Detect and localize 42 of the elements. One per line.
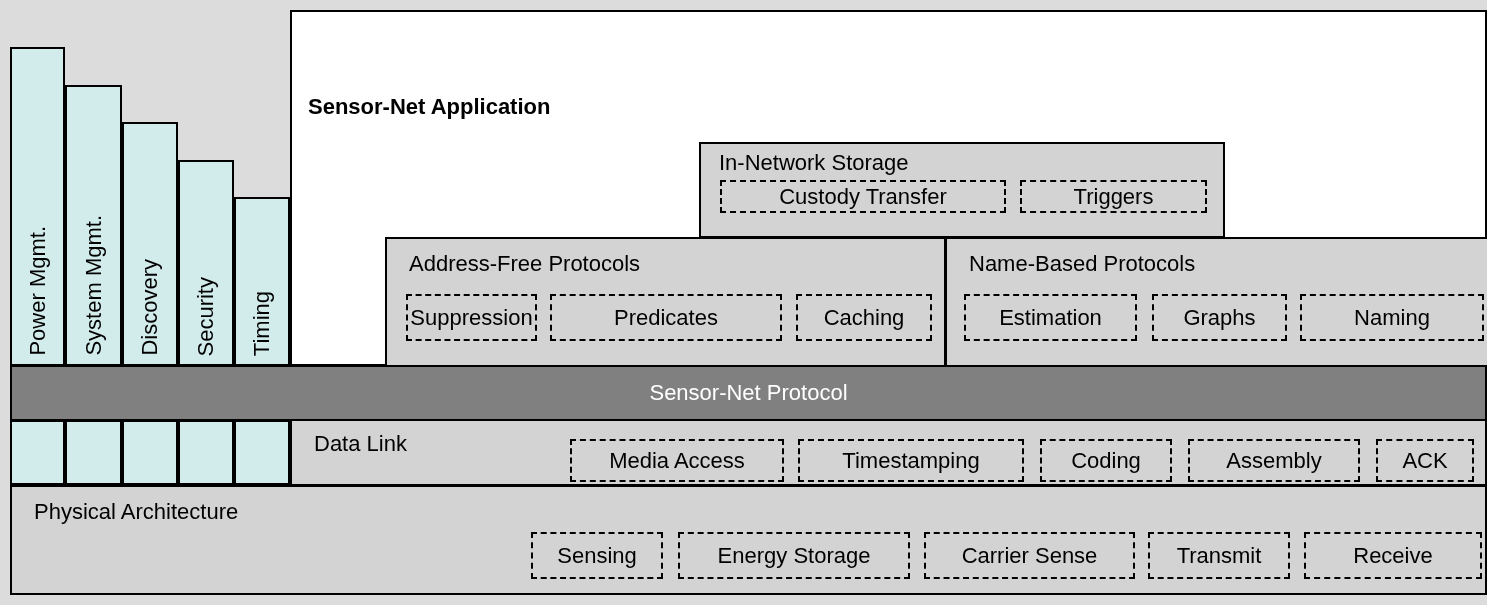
layer-box	[290, 419, 1487, 486]
component-box: Naming	[1300, 294, 1484, 341]
layer-column	[178, 160, 234, 366]
component-box: Sensing	[531, 532, 663, 579]
component-box: Media Access	[570, 439, 784, 482]
layer-column	[234, 197, 290, 366]
column-label: Timing	[249, 290, 275, 356]
layer-label: Data Link	[314, 431, 407, 457]
component-box: Triggers	[1020, 180, 1207, 213]
component-box: Coding	[1040, 439, 1172, 482]
protocol-band	[10, 365, 1487, 421]
column-label: Security	[193, 276, 219, 356]
layer-box	[385, 237, 946, 368]
layer-label: Physical Architecture	[34, 499, 239, 525]
layer-column	[65, 85, 122, 366]
application-title: Sensor-Net Application	[308, 94, 551, 120]
column-label: System Mgmt.	[80, 215, 107, 356]
component-box: Suppression	[406, 294, 537, 341]
application-area	[290, 10, 1487, 366]
component-box: Custody Transfer	[720, 180, 1006, 213]
component-box: Carrier Sense	[924, 532, 1135, 579]
column-label: Power Mgmt.	[24, 226, 51, 356]
component-box: Graphs	[1152, 294, 1287, 341]
layer-box	[699, 142, 1225, 238]
layer-box	[945, 237, 1487, 368]
layer-label: Address-Free Protocols	[409, 251, 641, 277]
component-box: Energy Storage	[678, 532, 910, 579]
component-box: Transmit	[1148, 532, 1290, 579]
component-box: Caching	[796, 294, 932, 341]
component-box: Assembly	[1188, 439, 1360, 482]
component-box: Receive	[1304, 532, 1482, 579]
layer-label: In-Network Storage	[719, 150, 909, 176]
layer-column	[10, 47, 65, 366]
layer-label: Sensor-Net Protocol	[649, 380, 848, 406]
component-box: Timestamping	[798, 439, 1024, 482]
column-label: Discovery	[137, 259, 163, 356]
layer-box	[10, 485, 1487, 595]
component-box: ACK	[1376, 439, 1474, 482]
component-box: Predicates	[550, 294, 782, 341]
layer-column	[122, 122, 178, 366]
layer-label: Name-Based Protocols	[969, 251, 1196, 277]
component-box: Estimation	[964, 294, 1137, 341]
